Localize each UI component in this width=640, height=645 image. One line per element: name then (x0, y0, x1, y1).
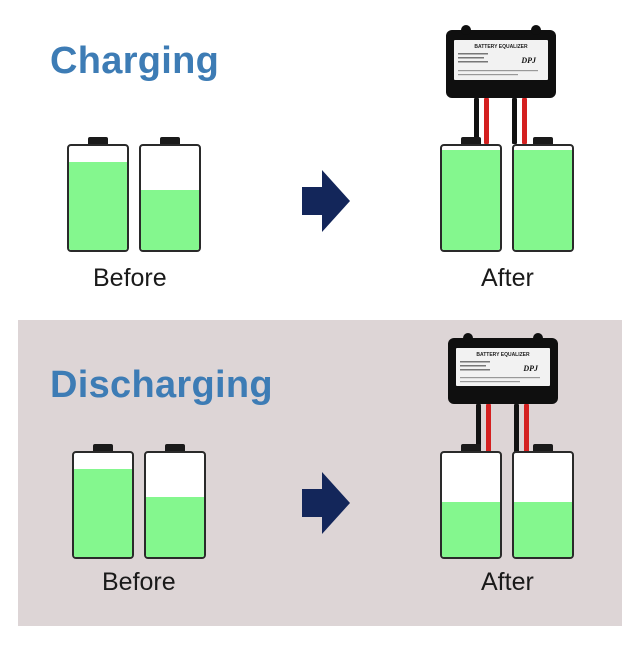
charging-title: Charging (50, 40, 220, 82)
battery-fill (442, 501, 500, 557)
charging-before-label: Before (93, 264, 167, 292)
discharging-before-label: Before (102, 568, 176, 596)
charging-after-battery-2 (512, 144, 574, 252)
battery-fill (442, 150, 500, 250)
battery-terminal (160, 137, 180, 145)
device-name: BATTERY EQUALIZER (476, 352, 530, 358)
battery-fill (514, 150, 572, 250)
discharging-before-battery-2 (144, 451, 206, 559)
charging-section: Charging Before BATTERY EQUALIZER DPJ Af… (0, 0, 640, 318)
arrow-right-icon (302, 472, 350, 534)
battery-fill (69, 161, 127, 250)
wire-red (524, 404, 529, 452)
wire-red (484, 98, 489, 144)
battery-fill (514, 501, 572, 557)
wire-black (474, 98, 479, 144)
discharging-title: Discharging (50, 364, 273, 406)
discharging-section: Discharging Before BATTERY EQUALIZER DPJ… (18, 320, 622, 626)
battery-fill (74, 468, 132, 557)
battery-equalizer-device: BATTERY EQUALIZER DPJ (446, 25, 556, 98)
device-brand: DPJ (522, 364, 539, 373)
battery-terminal (461, 137, 481, 145)
charging-after-label: After (481, 264, 534, 292)
charging-before-battery-1 (67, 144, 129, 252)
battery-terminal (88, 137, 108, 145)
battery-equalizer-device: BATTERY EQUALIZER DPJ (448, 333, 558, 404)
battery-fill (146, 496, 204, 557)
discharging-after-battery-1 (440, 451, 502, 559)
wire-black (476, 404, 481, 452)
wire-red (486, 404, 491, 452)
arrow-right-icon (302, 170, 350, 232)
charging-before-battery-2 (139, 144, 201, 252)
battery-terminal (461, 444, 481, 452)
wire-black (512, 98, 517, 144)
battery-fill (141, 189, 199, 250)
battery-terminal (533, 137, 553, 145)
battery-terminal (165, 444, 185, 452)
device-name: BATTERY EQUALIZER (474, 44, 528, 50)
discharging-before-battery-1 (72, 451, 134, 559)
battery-terminal (93, 444, 113, 452)
discharging-after-battery-2 (512, 451, 574, 559)
charging-after-battery-1 (440, 144, 502, 252)
device-brand: DPJ (520, 56, 537, 65)
wire-red (522, 98, 527, 144)
wire-black (514, 404, 519, 452)
battery-terminal (533, 444, 553, 452)
discharging-after-label: After (481, 568, 534, 596)
